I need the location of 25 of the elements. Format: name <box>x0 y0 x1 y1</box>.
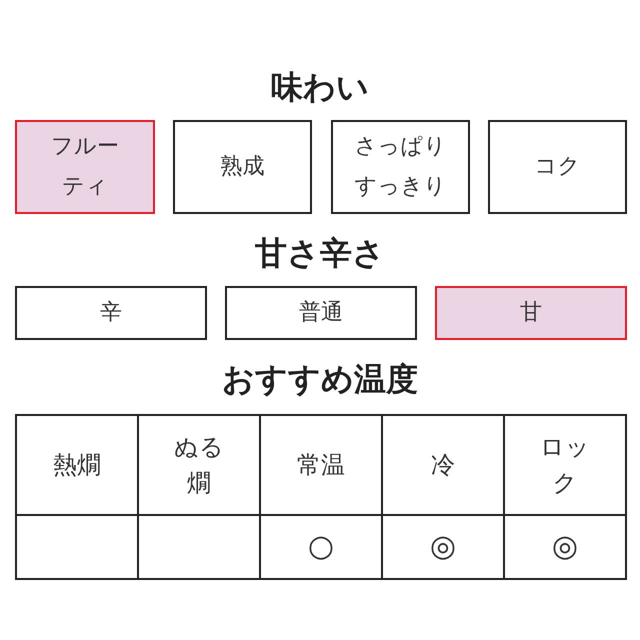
rating-cell: ◎ <box>382 515 504 579</box>
option-label: さっぱりすっきり <box>354 133 447 201</box>
option-box <box>331 120 470 214</box>
rating-cell: ◎ <box>504 515 626 579</box>
option-box <box>15 286 207 340</box>
column-header-cell: 熱燗 <box>16 415 138 515</box>
option-label: 普通 <box>299 299 343 327</box>
option-label: 甘 <box>520 299 542 327</box>
column-header-cell: 冷 <box>382 415 504 515</box>
column-header-cell: ぬる燗 <box>138 415 260 515</box>
option-label: コク <box>534 153 580 181</box>
section-heading: 味わい <box>271 67 369 108</box>
option-box <box>173 120 312 214</box>
option-box <box>225 286 417 340</box>
option-label: フルーティ <box>50 133 120 201</box>
rating-cell: ○ <box>260 515 382 579</box>
selected-option-box <box>435 286 627 340</box>
column-header-cell: ロック <box>504 415 626 515</box>
option-label: 辛 <box>100 299 122 327</box>
column-header-cell: 常温 <box>260 415 382 515</box>
selected-option-box <box>15 120 155 214</box>
section-heading: 甘さ辛さ <box>255 233 385 274</box>
option-box <box>488 120 627 214</box>
section-heading: おすすめ温度 <box>222 359 418 400</box>
option-label: 熟成 <box>220 153 264 181</box>
